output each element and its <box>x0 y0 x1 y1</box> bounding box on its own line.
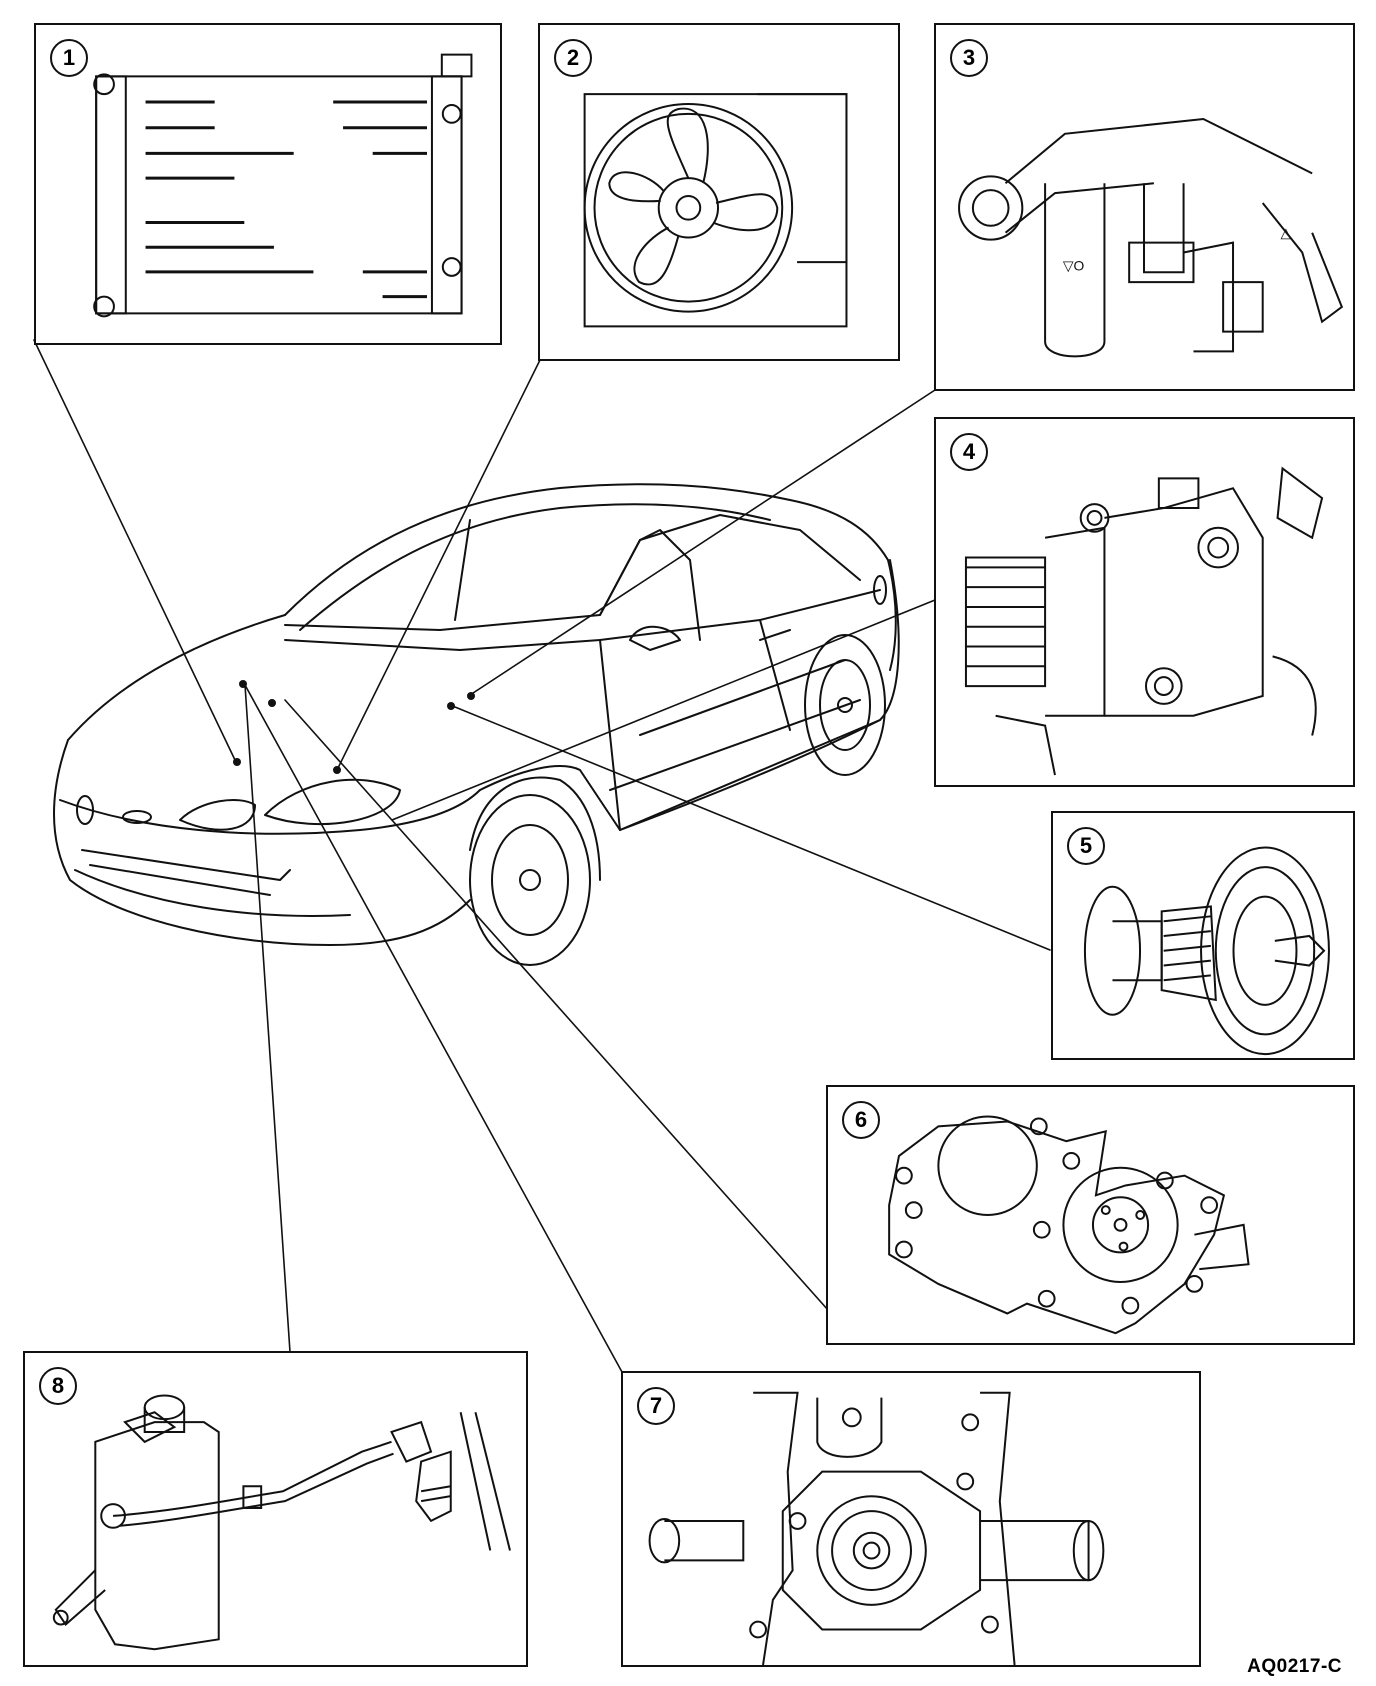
panel-8-degas-bottle: 8 <box>23 1351 528 1667</box>
panel-number: 4 <box>950 433 988 471</box>
radiator-icon <box>36 25 500 343</box>
figure-code: AQ0217-C <box>1247 1656 1342 1677</box>
svg-text:▽O: ▽O <box>1063 257 1085 273</box>
panel-2-cooling-fan: 2 <box>538 23 900 361</box>
leader-lines <box>34 340 1050 1372</box>
water-pump-gear-icon <box>623 1373 1199 1665</box>
cooling-fan-icon <box>540 25 898 359</box>
car-body <box>54 484 899 965</box>
coolant-housing-icon: ▽O △ <box>936 25 1353 389</box>
panel-number: 6 <box>842 1101 880 1139</box>
panel-3-coolant-housing: 3 ▽O △ <box>934 23 1355 391</box>
panel-6-water-pump: 6 <box>826 1085 1355 1345</box>
svg-text:△: △ <box>1281 225 1292 241</box>
thermostat-icon <box>1053 813 1353 1058</box>
degas-bottle-icon <box>25 1353 526 1665</box>
panel-1-radiator: 1 <box>34 23 502 345</box>
panel-number: 7 <box>637 1387 675 1425</box>
leader-dots <box>233 680 475 774</box>
panel-number: 8 <box>39 1367 77 1405</box>
thermostat-housing-icon <box>936 419 1353 785</box>
panel-7-water-pump-gear: 7 <box>621 1371 1201 1667</box>
panel-number: 2 <box>554 39 592 77</box>
panel-4-thermostat-housing: 4 <box>934 417 1355 787</box>
panel-number: 5 <box>1067 827 1105 865</box>
panel-number: 1 <box>50 39 88 77</box>
panel-5-thermostat: 5 <box>1051 811 1355 1060</box>
water-pump-icon <box>828 1087 1353 1343</box>
panel-number: 3 <box>950 39 988 77</box>
